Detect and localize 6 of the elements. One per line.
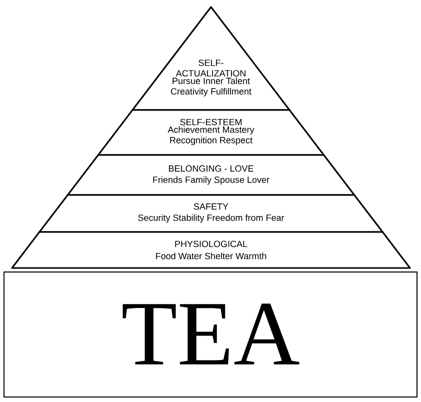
pyramid-level: BELONGING - LOVE Friends Family Spouse Lover (66, 154, 356, 196)
pyramid-level: SELF- ACTUALIZATION Pursue Inner Talent Creativity Fulfillment (132, 6, 290, 111)
title-box: TEA (4, 272, 418, 398)
pyramid-level: PHYSIOLOGICAL Food Water Shelter Warmth (11, 231, 411, 269)
pyramid-level: SAFETY Security Stability Freedom from Fear (38, 194, 384, 233)
pyramid-level: SELF-ESTEEM Achievement Mastery Recognition Respect (97, 109, 325, 156)
